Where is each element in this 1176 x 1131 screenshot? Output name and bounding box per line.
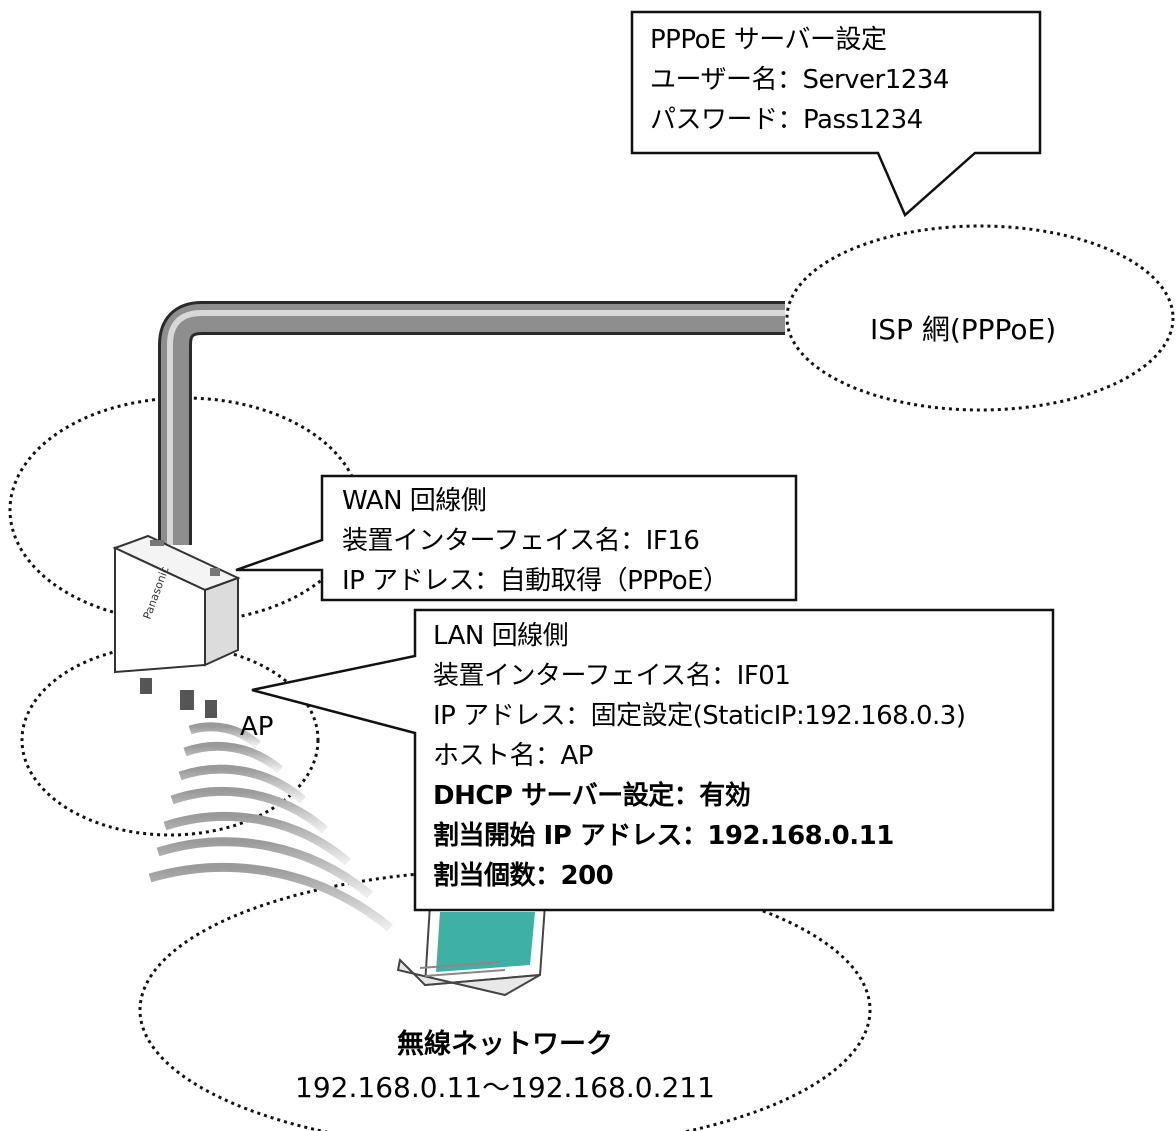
pppoe-callout-text: PPPoE サーバー設定 ユーザー名：Server1234 パスワード：Pass… (650, 20, 949, 140)
lan-hostname: ホスト名：AP (433, 741, 593, 771)
lan-title: LAN 回線側 (433, 621, 569, 651)
wan-title: WAN 回線側 (342, 486, 487, 516)
wifi-waves-icon (148, 722, 393, 932)
access-point-label: AP (240, 712, 274, 742)
wan-cable (158, 301, 785, 545)
wireless-network-cloud (138, 868, 872, 1131)
isp-cloud (785, 224, 1175, 412)
pppoe-title: PPPoE サーバー設定 (650, 25, 887, 55)
wan-callout-text: WAN 回線側 装置インターフェイス名：IF16 IP アドレス：自動取得（PP… (342, 481, 729, 601)
lan-ip-address: IP アドレス：固定設定(StaticIP:192.168.0.3) (433, 701, 966, 731)
wan-interface: 装置インターフェイス名：IF16 (342, 526, 700, 556)
isp-cloud-label: ISP 網(PPPoE) (870, 313, 1057, 346)
ap-zone-cloud (20, 643, 320, 837)
wireless-network-title: 無線ネットワーク (397, 1029, 613, 1060)
lan-callout-box (251, 608, 1055, 912)
lan-callout-text: LAN 回線側 装置インターフェイス名：IF01 IP アドレス：固定設定(St… (433, 616, 966, 896)
lan-dhcp-start-ip: 割当開始 IP アドレス：192.168.0.11 (433, 821, 894, 851)
pppoe-callout-box (630, 10, 1042, 218)
pppoe-password: パスワード：Pass1234 (650, 105, 923, 135)
wan-ip-address: IP アドレス：自動取得（PPPoE） (342, 566, 729, 596)
wireless-network-range: 192.168.0.11～192.168.0.211 (295, 1071, 715, 1104)
pppoe-username: ユーザー名：Server1234 (650, 65, 949, 95)
wan-callout-box (235, 474, 798, 602)
laptop-icon (396, 904, 547, 997)
lan-dhcp-server: DHCP サーバー設定：有効 (433, 781, 751, 811)
access-point-icon: Panasonic (112, 534, 241, 718)
lan-interface: 装置インターフェイス名：IF01 (433, 661, 791, 691)
lan-dhcp-count: 割当個数：200 (433, 861, 614, 891)
